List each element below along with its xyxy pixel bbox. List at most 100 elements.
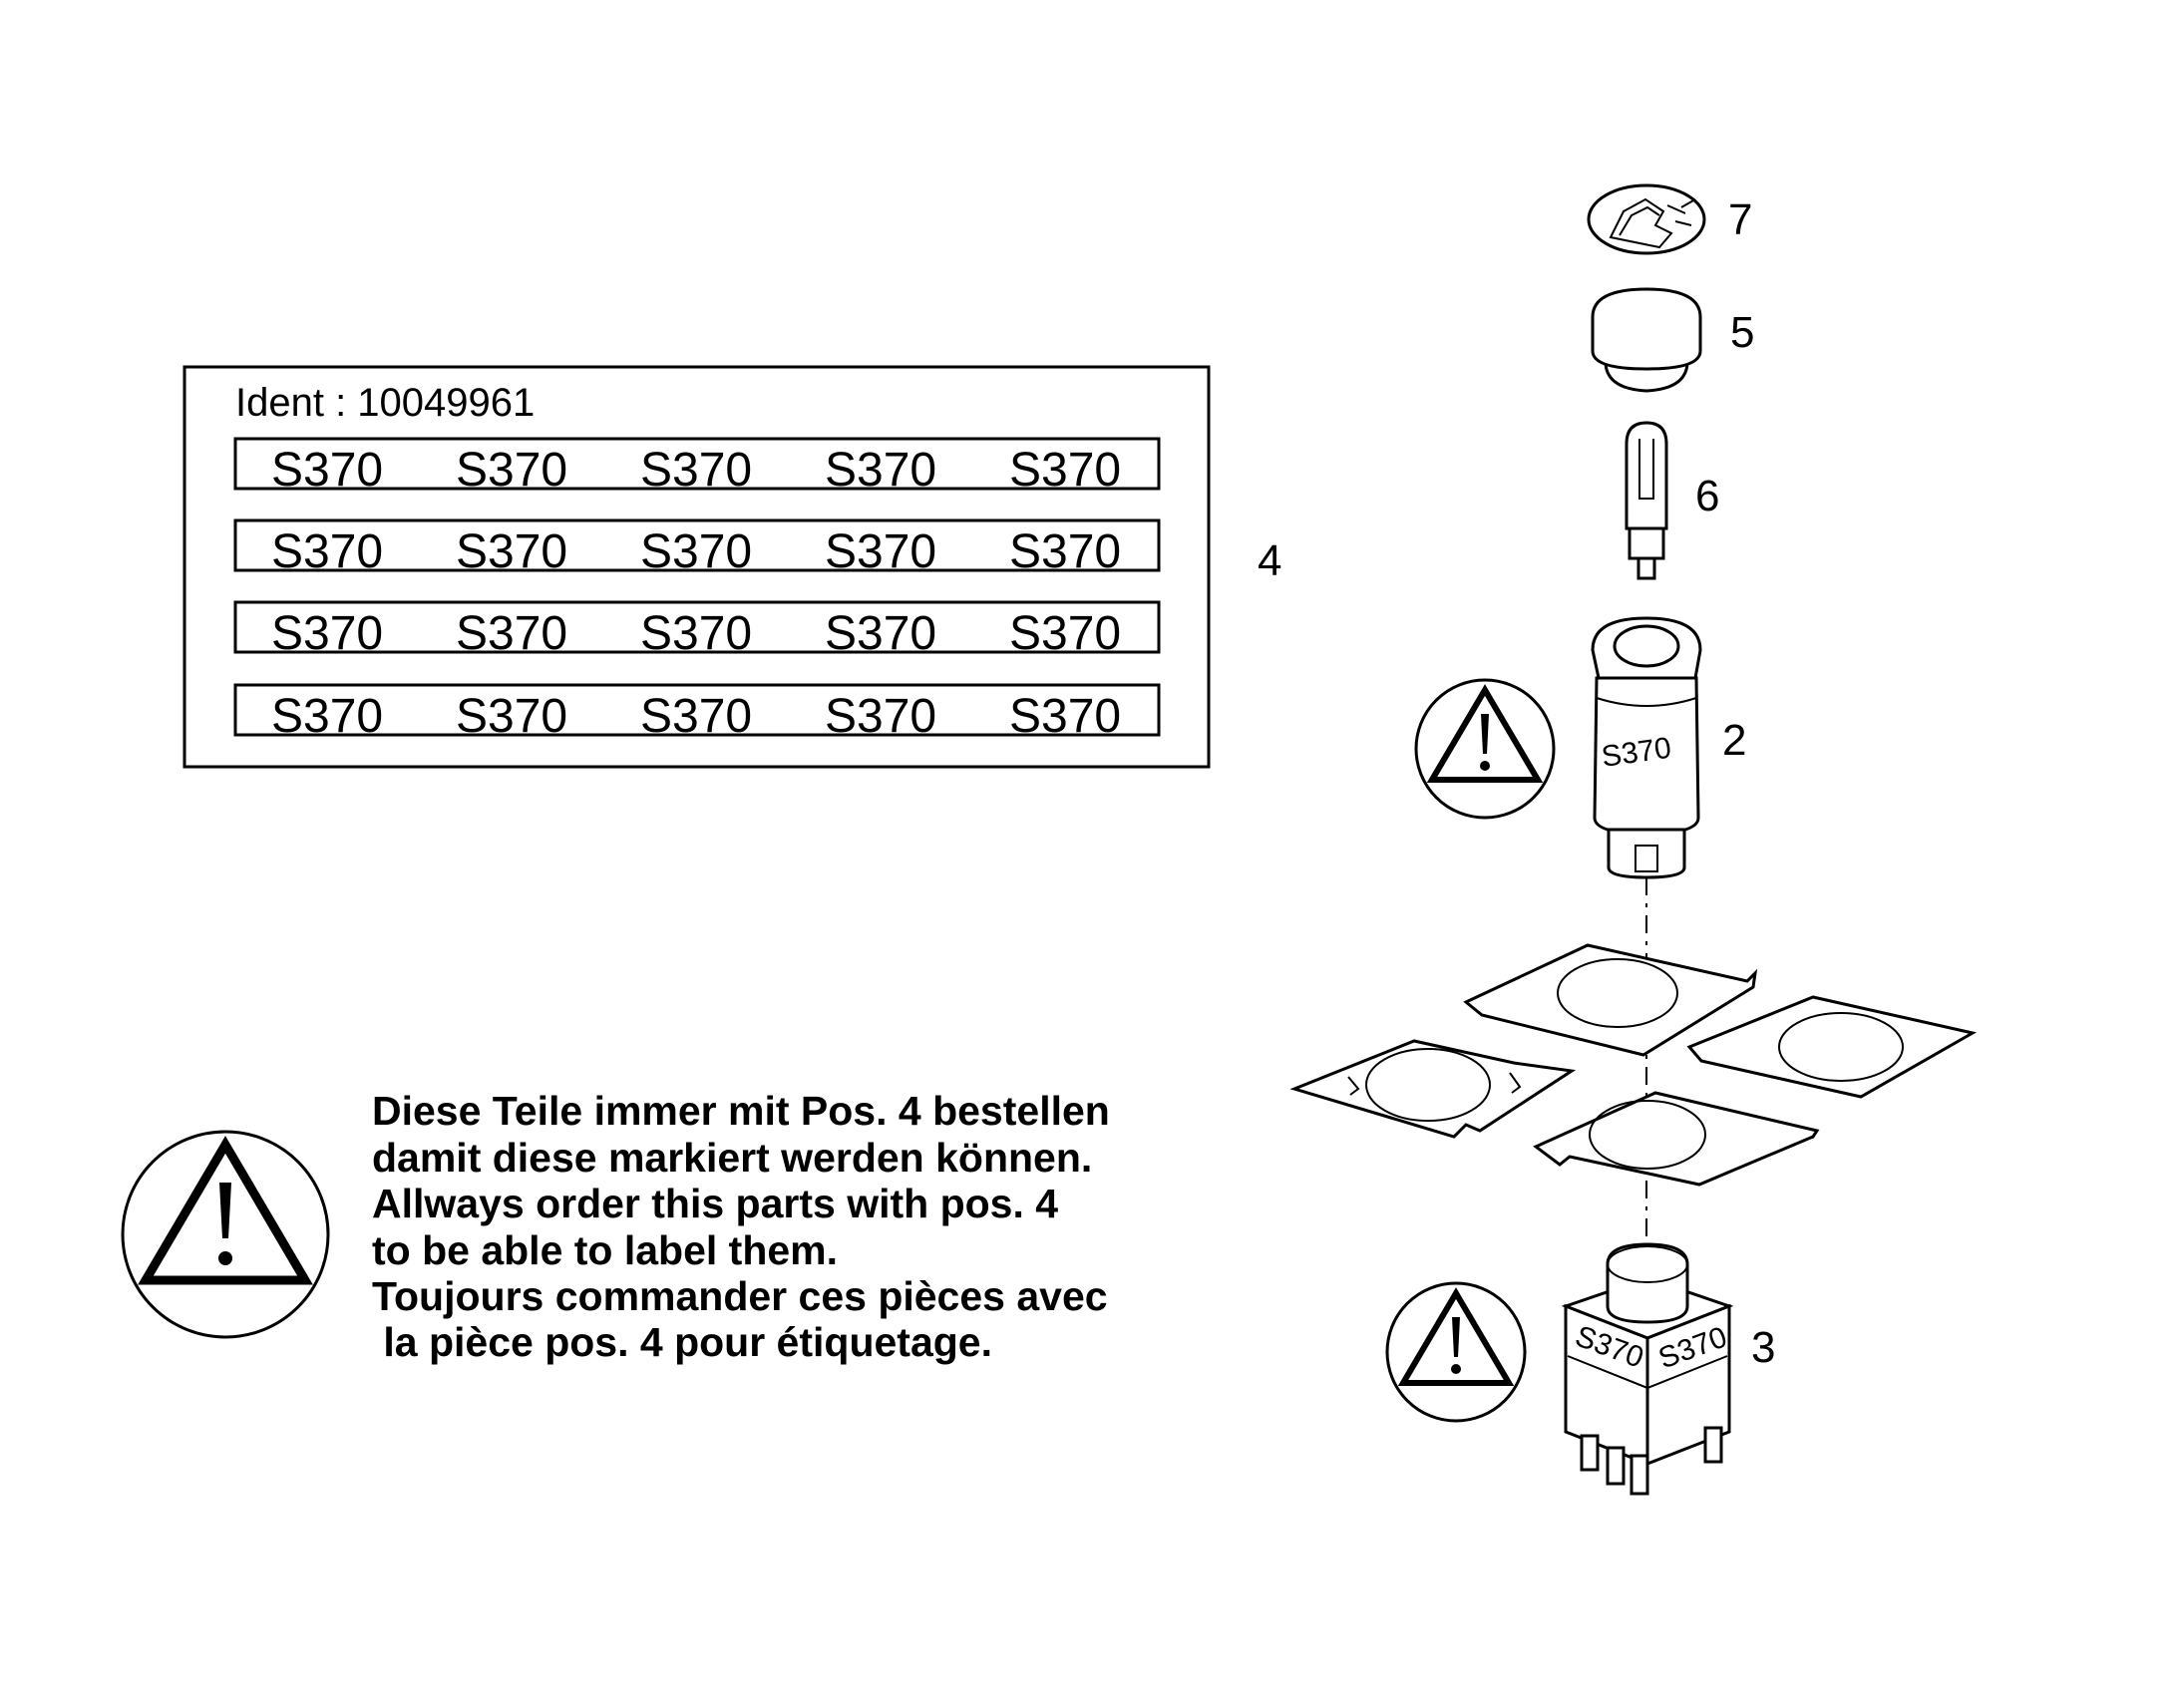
block-terminal	[1630, 1454, 1649, 1496]
plate-right	[1686, 995, 1978, 1099]
label-cell: S370	[640, 607, 752, 660]
switch-collar	[1591, 616, 1702, 680]
block-division	[1567, 1355, 1728, 1390]
label-strip-frame	[233, 518, 1161, 572]
label-cell: S370	[825, 525, 936, 578]
plate-outline	[1686, 995, 1978, 1099]
label-cell: S370	[271, 690, 383, 743]
stem-key	[1635, 845, 1658, 872]
large-warning-icon	[121, 1130, 330, 1339]
plate-cutout	[1778, 1012, 1904, 1082]
plate-cutout	[1365, 1048, 1491, 1122]
label-cell: S370	[456, 690, 567, 743]
label-cell: S370	[456, 525, 567, 578]
label-sheet: Ident : 10049961 S370 S370 S370 S370 S37…	[182, 365, 1211, 769]
callout-pos-6: 6	[1695, 472, 1719, 520]
lamp-filament	[1638, 439, 1654, 500]
label-cell: S370	[825, 444, 936, 497]
label-cell: S370	[1009, 525, 1121, 578]
label-sheet-frame	[182, 365, 1211, 769]
exclamation-dot	[1451, 1364, 1461, 1374]
note-line: Diese Teile immer mit Pos. 4 bestellen	[372, 1088, 1110, 1134]
lamp-bulb	[1625, 421, 1668, 530]
label-cell: S370	[825, 690, 936, 743]
label-cell: S370	[271, 607, 383, 660]
housing-ring	[1596, 697, 1697, 707]
warning-triangle-icon	[1426, 684, 1544, 783]
plate-outline	[1463, 943, 1758, 1057]
panel-plates	[1289, 943, 1978, 1187]
plate-bottom	[1533, 1091, 1820, 1187]
plate-top	[1463, 943, 1758, 1057]
warning-circle	[121, 1130, 330, 1339]
note-line: Allways order this parts with pos. 4	[372, 1181, 1058, 1226]
warning-circle	[1385, 1281, 1527, 1423]
lamp-base	[1628, 526, 1665, 560]
label-cell: S370	[271, 525, 383, 578]
warning-triangle-icon	[1397, 1287, 1515, 1386]
label-strip-row-4: S370 S370 S370 S370 S370	[233, 683, 1161, 743]
switch-stem	[1607, 828, 1686, 879]
part-6-lamp	[1625, 421, 1668, 580]
switch-opening	[1613, 624, 1680, 668]
plate-left	[1289, 1039, 1577, 1139]
exclamation-dot	[218, 1251, 232, 1265]
callout-pos-5: 5	[1730, 308, 1754, 357]
warning-triangle-icon	[138, 1136, 313, 1285]
label-cell: S370	[1009, 444, 1121, 497]
insert-disc	[1587, 183, 1706, 255]
block-terminal	[1580, 1434, 1600, 1472]
note-line: la pièce pos. 4 pour étiquetage.	[372, 1319, 992, 1365]
warning-circle	[1414, 678, 1556, 820]
label-strip-frame	[233, 683, 1161, 737]
plate-cutout	[1557, 958, 1678, 1028]
label-cell: S370	[640, 444, 752, 497]
callout-pos-7: 7	[1728, 195, 1752, 244]
order-note: Diese Teile immer mit Pos. 4 bestellen d…	[372, 1088, 1110, 1365]
part-5-push-cap	[1591, 287, 1702, 393]
warning-icon-part-3	[1385, 1281, 1527, 1423]
exclamation-bar	[1481, 714, 1489, 754]
lamp-contact	[1636, 556, 1656, 580]
warning-icon-part-2	[1414, 678, 1556, 820]
note-line: damit diese markiert werden können.	[372, 1135, 1092, 1181]
cap-skirt	[1604, 363, 1689, 393]
label-strip-row-3: S370 S370 S370 S370 S370	[233, 600, 1161, 660]
label-cell: S370	[640, 525, 752, 578]
plate-cutout	[1589, 1100, 1706, 1170]
block-terminal	[1606, 1446, 1626, 1486]
plate-tabs	[1347, 1072, 1522, 1096]
note-line: to be able to label them.	[372, 1227, 838, 1273]
part-3-switch-block: S370 S370	[1561, 1242, 1734, 1496]
insert-symbol-rays	[1666, 198, 1696, 226]
label-cell: S370	[1009, 607, 1121, 660]
label-strip-frame	[233, 437, 1161, 491]
callout-pos-3: 3	[1751, 1323, 1775, 1372]
plate-outline	[1533, 1091, 1820, 1187]
callout-pos-2: 2	[1722, 716, 1746, 765]
exclamation-bar	[1452, 1317, 1460, 1357]
label-strip-frame	[233, 600, 1161, 654]
label-cell: S370	[456, 444, 567, 497]
exclamation-bar	[219, 1183, 231, 1238]
label-cell: S370	[1009, 690, 1121, 743]
callout-pos-4: 4	[1258, 536, 1281, 585]
block-neck-opening	[1607, 1245, 1688, 1283]
insert-symbol-detail	[1619, 205, 1660, 236]
label-sheet-ident: Ident : 10049961	[235, 381, 535, 425]
block-right-face	[1645, 1303, 1731, 1467]
label-strip-row-2: S370 S370 S370 S370 S370	[233, 518, 1161, 578]
label-cell: S370	[825, 607, 936, 660]
label-cell: S370	[456, 607, 567, 660]
label-strip-row-1: S370 S370 S370 S370 S370	[233, 437, 1161, 497]
part-2-switch-body: S370	[1591, 616, 1702, 879]
insert-symbol	[1609, 197, 1673, 249]
exclamation-dot	[1480, 761, 1490, 771]
part-7-symbol-insert	[1587, 183, 1706, 255]
label-cell: S370	[271, 444, 383, 497]
label-cell: S370	[640, 690, 752, 743]
cap-body	[1591, 287, 1702, 371]
plate-outline	[1289, 1039, 1577, 1139]
note-line: Toujours commander ces pièces avec	[372, 1273, 1108, 1319]
